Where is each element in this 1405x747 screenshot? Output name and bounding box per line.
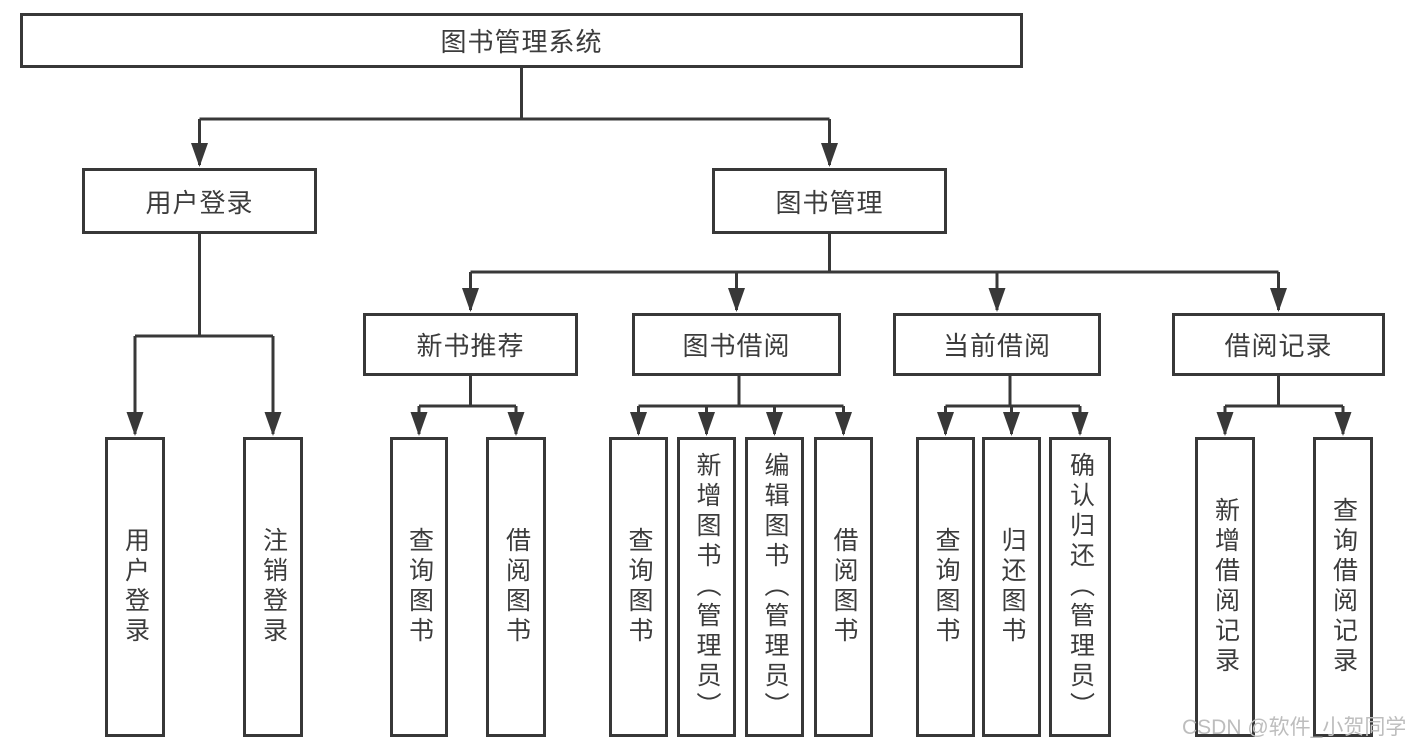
connector-book-management-to-level3: [470, 234, 1279, 274]
node-leaf-bb-add-book: 新增图书（管理员）: [677, 437, 736, 737]
node-leaf-cb-confirm-return: 确认归还（管理员）: [1049, 437, 1111, 737]
connector-book-borrow-to-leaves: [638, 376, 844, 408]
node-leaf-logout: 注销登录: [243, 437, 303, 737]
connector-user-login-to-leaves: [135, 234, 273, 338]
node-book-borrow: 图书借阅: [632, 313, 841, 376]
connector-borrow-record-to-leaves: [1225, 376, 1343, 408]
node-book-management: 图书管理: [712, 168, 947, 234]
node-leaf-bb-borrow-book: 借阅图书: [814, 437, 873, 737]
connector-root-to-level2: [199, 68, 830, 121]
node-borrow-record: 借阅记录: [1172, 313, 1385, 376]
node-leaf-nbr-borrow-book: 借阅图书: [486, 437, 546, 737]
node-user-login: 用户登录: [82, 168, 317, 234]
connector-new-book-recommend-to-leaves: [419, 376, 516, 408]
node-leaf-br-add-record: 新增借阅记录: [1195, 437, 1255, 737]
connector-current-borrow-to-leaves: [945, 376, 1080, 408]
node-new-book-recommend: 新书推荐: [363, 313, 578, 376]
node-leaf-br-query-record: 查询借阅记录: [1313, 437, 1373, 737]
node-leaf-bb-edit-book: 编辑图书（管理员）: [745, 437, 804, 737]
node-library-management-system: 图书管理系统: [20, 13, 1023, 68]
node-leaf-user-login: 用户登录: [105, 437, 165, 737]
csdn-watermark: CSDN @软件_小贺同学: [1182, 716, 1405, 739]
node-leaf-nbr-query-book: 查询图书: [390, 437, 448, 737]
node-current-borrow: 当前借阅: [893, 313, 1101, 376]
node-leaf-cb-return-book: 归还图书: [982, 437, 1041, 737]
node-leaf-bb-query-book: 查询图书: [609, 437, 668, 737]
node-leaf-cb-query-book: 查询图书: [916, 437, 975, 737]
